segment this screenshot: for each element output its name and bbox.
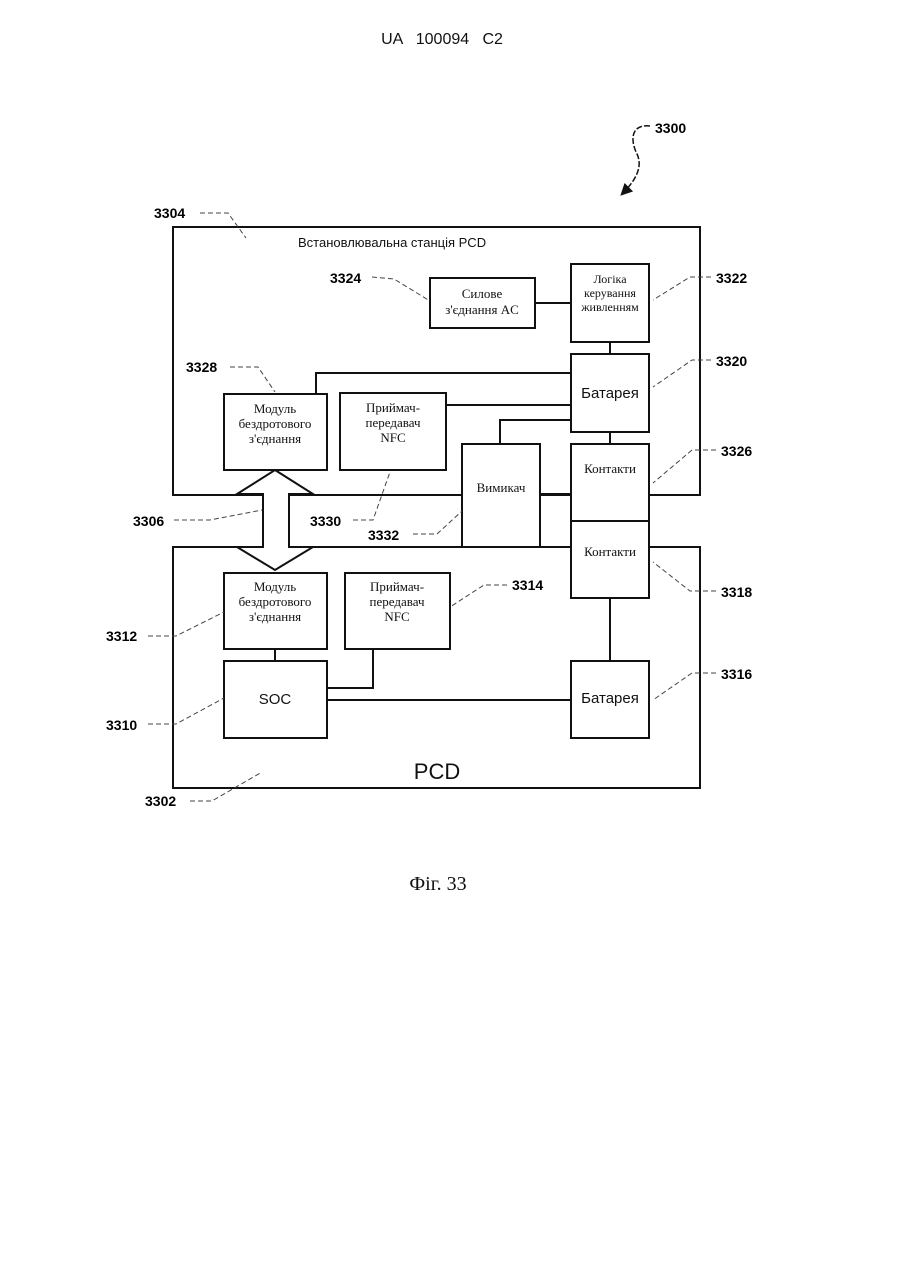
pcd-nfc-line3: NFC <box>384 609 409 624</box>
pcd-contacts-box: Контакти <box>571 521 649 598</box>
ac-power-line2: з'єднання AC <box>445 302 519 317</box>
station-wireless-module-box: Модуль бездротового з'єднання <box>224 394 327 470</box>
ref-3320: 3320 <box>716 353 747 369</box>
figure-caption: Фіг. 33 <box>409 873 466 895</box>
ref-3316: 3316 <box>721 666 752 682</box>
ac-power-line1: Силове <box>462 286 503 301</box>
pcd-label: PCD <box>414 759 460 784</box>
station-title: Встановлювальна станція PCD <box>298 235 486 250</box>
wireless-link-double-arrow <box>237 470 313 570</box>
station-nfc-box: Приймач- передавач NFC <box>340 393 446 470</box>
station-wireless-line2: бездротового <box>239 416 312 431</box>
ac-power-box: Силове з'єднання AC <box>430 278 535 328</box>
switch-box: Вимикач <box>462 444 540 547</box>
station-battery-box: Батарея <box>571 354 649 432</box>
pcd-nfc-line1: Приймач- <box>370 579 424 594</box>
ref-3306: 3306 <box>133 513 164 529</box>
ref-3332: 3332 <box>368 527 399 543</box>
pcd-nfc-box: Приймач- передавач NFC <box>345 573 450 649</box>
ref-3304: 3304 <box>154 205 185 221</box>
document-number: UA 100094 C2 <box>381 31 503 48</box>
soc-label: SOC <box>259 691 292 708</box>
ref-3324: 3324 <box>330 270 361 286</box>
pcd-contacts-label: Контакти <box>584 544 636 559</box>
station-contacts-box: Контакти <box>571 444 649 521</box>
station-nfc-line1: Приймач- <box>366 400 420 415</box>
pcd-wireless-line3: з'єднання <box>249 609 301 624</box>
ref-3312: 3312 <box>106 628 137 644</box>
ref-3300: 3300 <box>655 120 686 136</box>
ref-3328: 3328 <box>186 359 217 375</box>
station-nfc-line3: NFC <box>380 430 405 445</box>
ref-3326: 3326 <box>721 443 752 459</box>
pcd-battery-label: Батарея <box>581 690 639 707</box>
power-logic-line1: Логіка <box>593 272 627 286</box>
station-wireless-line1: Модуль <box>254 401 296 416</box>
ref-3300-arrow <box>622 126 650 194</box>
power-logic-line2: керування <box>584 286 636 300</box>
station-wireless-line3: з'єднання <box>249 431 301 446</box>
ref-3302: 3302 <box>145 793 176 809</box>
ref-3330: 3330 <box>310 513 341 529</box>
station-battery-label: Батарея <box>581 385 639 402</box>
soc-box: SOC <box>224 661 327 738</box>
pcd-nfc-line2: передавач <box>370 594 425 609</box>
power-logic-line3: живленням <box>580 300 639 314</box>
power-logic-box: Логіка керування живленням <box>571 264 649 342</box>
station-contacts-label: Контакти <box>584 461 636 476</box>
pcd-wireless-line1: Модуль <box>254 579 296 594</box>
ref-3318: 3318 <box>721 584 752 600</box>
station-nfc-line2: передавач <box>366 415 421 430</box>
pcd-battery-box: Батарея <box>571 661 649 738</box>
ref-3314: 3314 <box>512 577 543 593</box>
ref-3310: 3310 <box>106 717 137 733</box>
ref-3322: 3322 <box>716 270 747 286</box>
pcd-wireless-line2: бездротового <box>239 594 312 609</box>
pcd-wireless-module-box: Модуль бездротового з'єднання <box>224 573 327 649</box>
switch-label: Вимикач <box>477 480 526 495</box>
